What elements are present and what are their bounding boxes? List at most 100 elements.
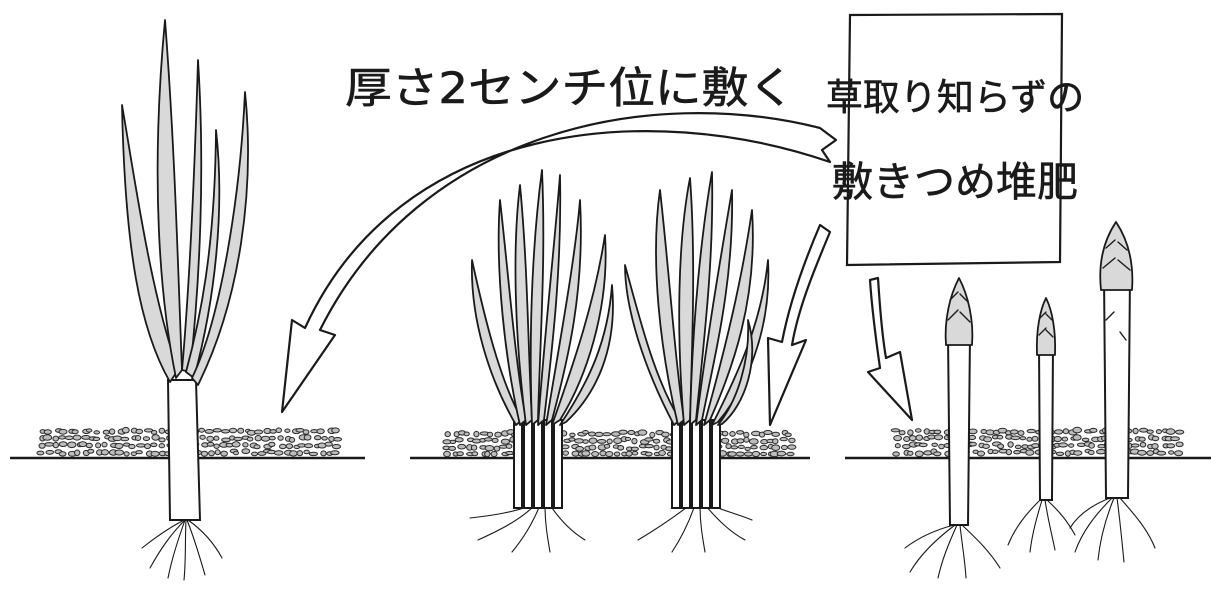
mulch-pebble <box>43 429 52 435</box>
plant-roots <box>141 519 223 581</box>
mulch-pebble <box>1132 427 1139 435</box>
mulch-pebble <box>213 443 220 449</box>
mulch-pebble <box>771 431 781 437</box>
mulch-pebble <box>213 435 220 441</box>
mulch-pebble <box>500 438 510 445</box>
mulch-pebble <box>933 434 944 441</box>
mulch-pebble <box>625 450 633 457</box>
mulch-pebble <box>470 444 478 451</box>
mulch-pebble <box>760 451 768 457</box>
mulch-pebble <box>158 437 166 443</box>
mulch-pebble <box>1175 429 1185 435</box>
mulch-pebble <box>758 431 766 438</box>
large-onion-plant <box>121 19 249 581</box>
mulch-pebble <box>71 429 79 435</box>
mulch-pebble <box>1025 449 1035 456</box>
mulch-pebble <box>296 450 304 457</box>
mulch-pebble <box>1053 435 1062 443</box>
mulch-pebble <box>490 450 498 458</box>
mulch-pebble <box>1017 430 1025 436</box>
leaf <box>181 59 203 373</box>
mulch-pebble <box>736 430 745 435</box>
mulch-pebble <box>976 450 986 457</box>
mulch-pebble <box>241 448 251 455</box>
mulch-pebble <box>787 444 797 450</box>
mulch-pebble <box>588 431 596 437</box>
mulch-pebble <box>1165 428 1176 435</box>
mulch-pebble <box>473 430 480 438</box>
mulch-pebble <box>1068 443 1075 448</box>
mulch-pebble <box>743 431 750 438</box>
mulch-pebble <box>1088 442 1095 449</box>
mulch-pebble <box>1054 429 1064 435</box>
mulch-pebble <box>108 428 116 435</box>
mulch-pebble <box>303 449 310 455</box>
mulch-pebble <box>268 441 276 448</box>
mulch-layers <box>36 426 1185 458</box>
mulch-pebble <box>135 450 143 455</box>
mulch-pebble <box>915 434 924 441</box>
asparagus-spears <box>904 221 1156 579</box>
mulch-pebble <box>254 435 262 442</box>
mulch-pebble <box>1170 436 1180 442</box>
green-onion-clumps <box>469 169 770 553</box>
mulch-pebble <box>725 443 732 450</box>
mulch-pebble <box>158 427 166 434</box>
clump-stems <box>671 419 721 509</box>
mulch-pebble <box>1072 434 1082 441</box>
asparagus-spear <box>904 277 1001 579</box>
mulch-pebble <box>727 451 737 457</box>
mulch-pebble <box>743 436 750 443</box>
mulch-pebble <box>602 432 612 437</box>
mulch-pebble <box>914 428 922 433</box>
mulch-pebble <box>277 435 284 441</box>
mulch-pebble <box>304 443 314 449</box>
clump-stems <box>513 419 563 509</box>
mulch-pebble <box>743 451 754 457</box>
mulch-pebble <box>260 435 271 442</box>
mulch-pebble <box>588 437 598 444</box>
mulch-pebble <box>85 442 93 449</box>
mulch-pebble <box>114 443 124 449</box>
mulch-pebble <box>38 442 46 449</box>
mulch-pebble <box>658 450 666 456</box>
mulch-pebble <box>484 450 491 458</box>
mulch-pebble <box>729 431 736 437</box>
mulch-pebble <box>273 450 284 456</box>
mulch-pebble <box>1146 429 1154 434</box>
mulch-pebble <box>588 444 597 451</box>
mulch-pebble <box>121 426 130 434</box>
mulch-pebble <box>206 435 215 442</box>
mulch-pebble <box>1010 435 1021 441</box>
mulch-pebble <box>938 443 945 450</box>
mulch-pebble <box>251 451 258 457</box>
mulch-pebble <box>1089 427 1098 433</box>
clump-roots <box>637 504 753 553</box>
mulch-pebble <box>72 434 82 441</box>
mulch-pebble <box>86 428 93 433</box>
mulch-pebble <box>444 431 451 438</box>
plant-stem <box>166 379 202 521</box>
mulch-pebble <box>1137 449 1147 456</box>
mulch-pebble <box>591 451 600 457</box>
mulch-pebble <box>242 442 249 448</box>
mulch-pebble <box>135 435 142 441</box>
mulch-pebble <box>574 438 585 444</box>
mulch-pebble <box>456 451 464 457</box>
mulch-pebble <box>1081 437 1090 442</box>
mulch-pebble <box>759 444 769 451</box>
mulch-pebble <box>751 450 761 458</box>
mulch-pebble <box>198 427 205 433</box>
mulch-pebble <box>776 450 787 457</box>
mulch-pebble <box>237 427 245 434</box>
mulch-pebble <box>64 435 74 441</box>
mulch-pebble <box>997 443 1005 450</box>
mulch-pebble <box>331 427 340 434</box>
mulch-pebble <box>1058 442 1068 448</box>
mulch-pebble <box>1130 443 1140 448</box>
mulch-pebble <box>1155 429 1163 435</box>
mulch-pebble <box>737 444 745 449</box>
mulch-pebble <box>721 430 729 437</box>
mulch-pebble <box>1168 450 1175 455</box>
mulch-pebble <box>463 431 470 437</box>
